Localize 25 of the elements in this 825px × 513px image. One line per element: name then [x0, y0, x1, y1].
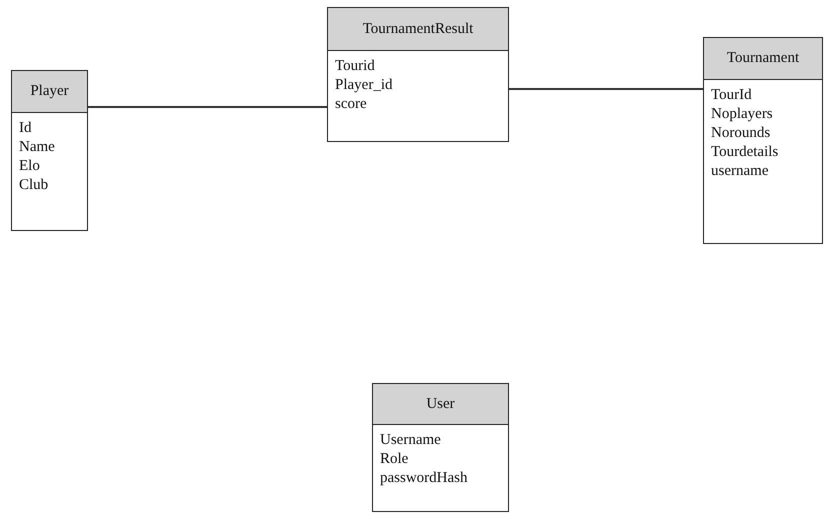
attribute-name: Elo: [19, 157, 41, 176]
entity-table: [327, 7, 509, 142]
attribute-name: Norounds: [711, 124, 772, 143]
attribute-name: Club: [19, 176, 50, 195]
relationship-line: [509, 88, 703, 90]
relationship-line: [88, 106, 327, 108]
attribute-name: Id: [19, 119, 32, 138]
entity-table: [372, 383, 509, 512]
attribute-name: Tourid: [335, 57, 376, 76]
attribute-name: Role: [380, 450, 410, 469]
attribute-name: username: [711, 162, 770, 181]
attribute-name: Player_id: [335, 76, 394, 95]
attribute-name: TourId: [711, 86, 753, 105]
table-name: Tournament: [726, 50, 800, 67]
entity-table: [11, 70, 88, 231]
table-name: User: [426, 396, 455, 412]
table-name: Player: [30, 83, 69, 100]
entity-table: [703, 37, 823, 244]
attribute-name: Username: [380, 431, 442, 450]
attribute-name: passwordHash: [380, 469, 468, 488]
attribute-name: Name: [19, 138, 56, 157]
attribute-name: score: [335, 95, 368, 114]
attribute-name: Tourdetails: [711, 143, 780, 162]
table-name: TournamentResult: [362, 20, 474, 38]
attribute-name: Noplayers: [711, 105, 774, 124]
